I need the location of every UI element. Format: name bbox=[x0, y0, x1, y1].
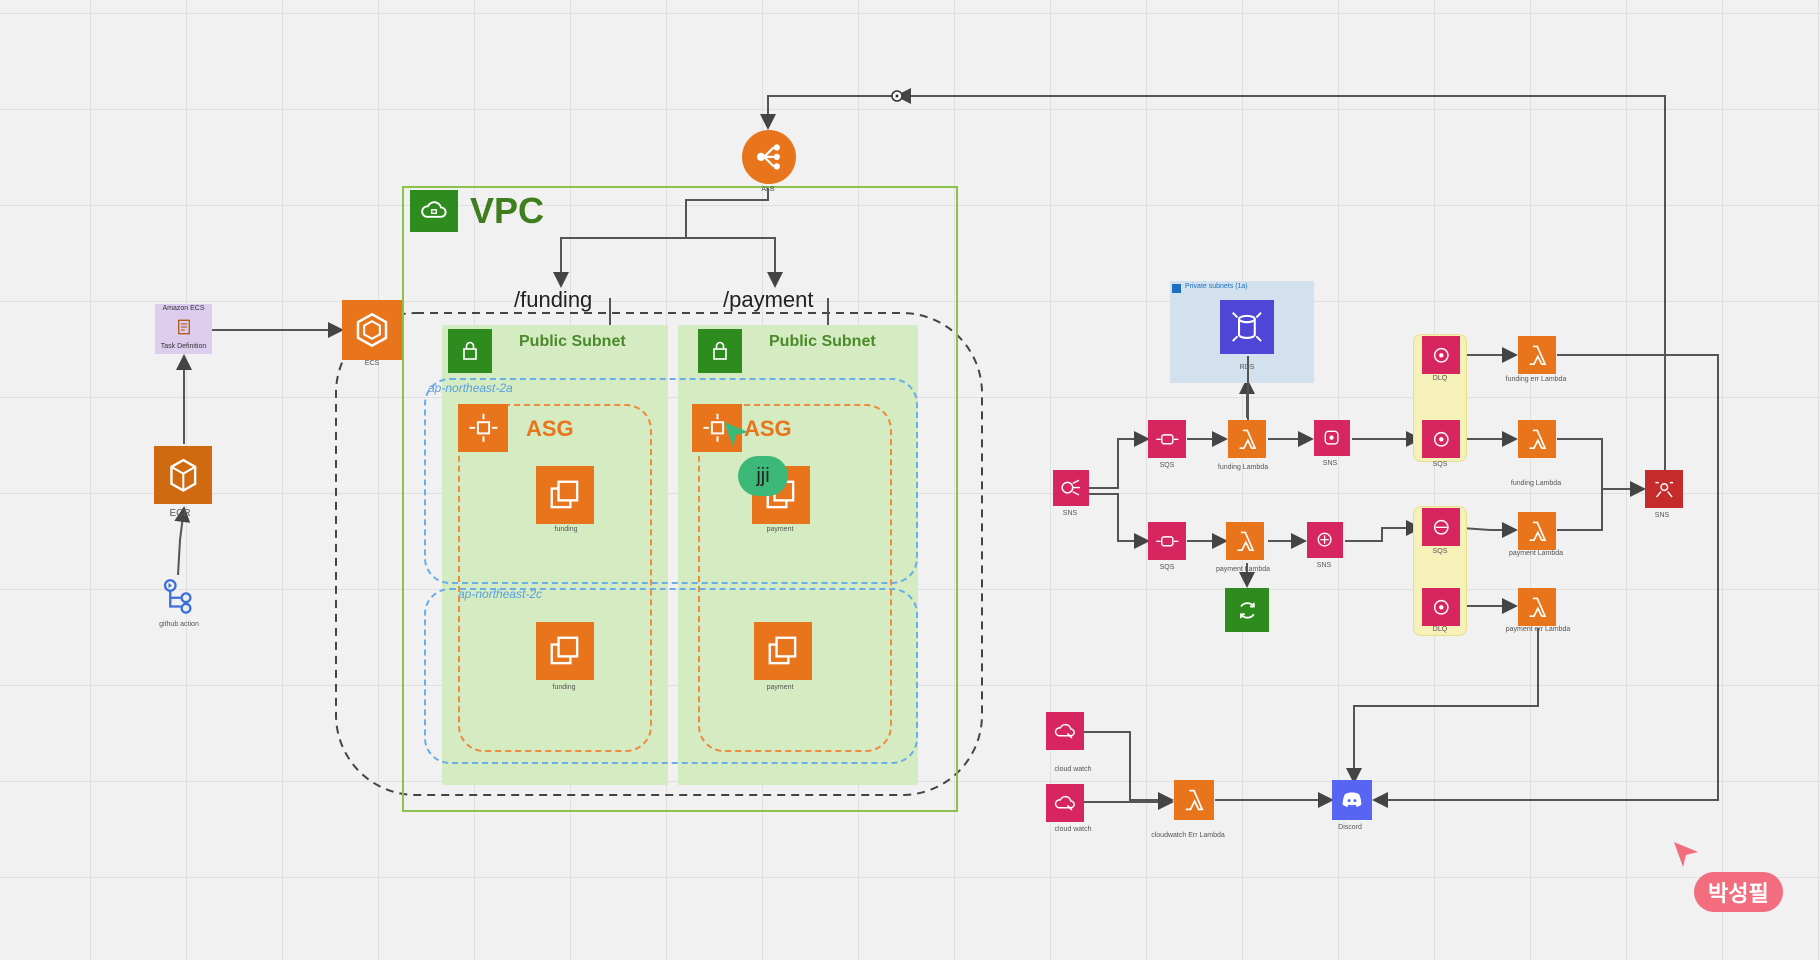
github-action-icon[interactable] bbox=[158, 574, 200, 618]
auto-scaling-group-funding bbox=[458, 404, 652, 752]
lambda-icon[interactable] bbox=[1518, 512, 1556, 550]
lambda-caption: payment err Lambda bbox=[1505, 626, 1571, 633]
github-caption: github action bbox=[159, 621, 199, 628]
public-subnet-a bbox=[442, 325, 668, 785]
cloudwatch-icon[interactable] bbox=[1046, 712, 1084, 750]
dlq-caption: DLQ bbox=[1432, 626, 1448, 633]
az-label: ap-northeast-2c bbox=[458, 587, 543, 601]
rds-icon[interactable] bbox=[1220, 300, 1274, 354]
cloudwatch-caption: cloud watch bbox=[1054, 766, 1092, 773]
collaborator-badge: jji bbox=[738, 456, 788, 496]
subnet-lock-icon bbox=[448, 329, 492, 373]
public-subnet-c bbox=[678, 325, 918, 785]
ecr-caption: ECR bbox=[169, 508, 191, 519]
lambda-icon[interactable] bbox=[1518, 588, 1556, 626]
sqs-caption: SQS bbox=[1159, 564, 1175, 571]
subnet-title: Public Subnet bbox=[769, 333, 876, 350]
subnet-title: Public Subnet bbox=[519, 333, 626, 350]
auto-scaling-group-payment bbox=[698, 404, 892, 752]
vpc-cloud-icon bbox=[410, 190, 458, 232]
rds-connector bbox=[1247, 356, 1249, 420]
lambda-caption: funding Lambda bbox=[1510, 480, 1562, 487]
subnet-lock-icon bbox=[698, 329, 742, 373]
sns-caption: SNS bbox=[1654, 512, 1670, 519]
sqs-icon[interactable] bbox=[1422, 420, 1460, 458]
lambda-icon[interactable] bbox=[1226, 522, 1264, 560]
cloudwatch-icon[interactable] bbox=[1046, 784, 1084, 822]
dlq-icon[interactable] bbox=[1422, 588, 1460, 626]
sns-caption: SNS bbox=[1316, 562, 1332, 569]
sqs-icon[interactable] bbox=[1148, 420, 1186, 458]
asg-label: ASG bbox=[526, 416, 574, 441]
collaborator-cursor-icon bbox=[1674, 842, 1698, 867]
sqs-caption: SQS bbox=[1432, 461, 1448, 468]
region-flag-icon bbox=[1172, 284, 1181, 293]
lambda-icon[interactable] bbox=[1228, 420, 1266, 458]
route-payment: /payment bbox=[723, 287, 814, 312]
sns-icon[interactable] bbox=[1645, 470, 1683, 508]
cloudwatch-caption: cloud watch bbox=[1054, 826, 1092, 833]
alb-caption: ALB bbox=[761, 186, 775, 193]
instance-caption: funding bbox=[554, 526, 578, 533]
dlq-icon[interactable] bbox=[1422, 336, 1460, 374]
ec2-instances-icon[interactable] bbox=[536, 466, 594, 524]
sns-icon[interactable] bbox=[1314, 420, 1350, 456]
availability-zone-a bbox=[424, 378, 918, 584]
sns-caption: SNS bbox=[1322, 460, 1338, 467]
instance-caption: payment bbox=[766, 684, 794, 691]
vpc-boundary bbox=[402, 186, 958, 812]
lambda-caption: cloudwatch Err Lambda bbox=[1151, 832, 1225, 839]
ecr-icon[interactable] bbox=[154, 446, 212, 504]
instance-caption: payment bbox=[766, 526, 794, 533]
az-label: ap-northeast-2a bbox=[428, 381, 513, 395]
sns-caption: SNS bbox=[1062, 510, 1078, 517]
connector-handle-icon[interactable] bbox=[888, 87, 906, 105]
asg-icon bbox=[458, 404, 508, 452]
lambda-caption: payment Lambda bbox=[1508, 550, 1564, 557]
sqs-icon[interactable] bbox=[1422, 508, 1460, 546]
task-definition-icon bbox=[175, 317, 193, 337]
route-funding: /funding bbox=[514, 287, 593, 312]
collaborator-badge: 박성필 bbox=[1694, 872, 1783, 912]
task-definition-box[interactable]: Amazon ECS Task Definition bbox=[155, 304, 212, 354]
lambda-caption: payment Lambda bbox=[1215, 566, 1271, 573]
collaborator-cursor-icon bbox=[724, 422, 748, 447]
sqs-icon[interactable] bbox=[1148, 522, 1186, 560]
discord-caption: Discord bbox=[1338, 824, 1362, 831]
lambda-icon[interactable] bbox=[1518, 420, 1556, 458]
ecs-icon[interactable] bbox=[342, 300, 402, 360]
dlq-caption: DLQ bbox=[1432, 375, 1448, 382]
lambda-icon[interactable] bbox=[1174, 780, 1214, 820]
ec2-instances-icon[interactable] bbox=[754, 622, 812, 680]
lambda-caption: funding Lambda bbox=[1217, 464, 1269, 471]
ecs-caption: ECS bbox=[364, 360, 380, 367]
lambda-icon[interactable] bbox=[1518, 336, 1556, 374]
lambda-caption: funding err Lambda bbox=[1505, 376, 1567, 383]
instance-caption: funding bbox=[552, 684, 576, 691]
sns-icon[interactable] bbox=[1053, 470, 1089, 506]
discord-icon[interactable] bbox=[1332, 780, 1372, 820]
sns-icon[interactable] bbox=[1307, 522, 1343, 558]
availability-zone-c bbox=[424, 588, 918, 764]
green-service-icon[interactable] bbox=[1225, 588, 1269, 632]
vpc-title: VPC bbox=[470, 190, 545, 231]
ec2-instances-icon[interactable] bbox=[536, 622, 594, 680]
sqs-caption: SQS bbox=[1432, 548, 1448, 555]
asg-label: ASG bbox=[744, 416, 792, 441]
region-label: Private subnets (1a) bbox=[1185, 283, 1248, 290]
load-balancer-icon[interactable] bbox=[742, 130, 796, 184]
sqs-caption: SQS bbox=[1159, 462, 1175, 469]
